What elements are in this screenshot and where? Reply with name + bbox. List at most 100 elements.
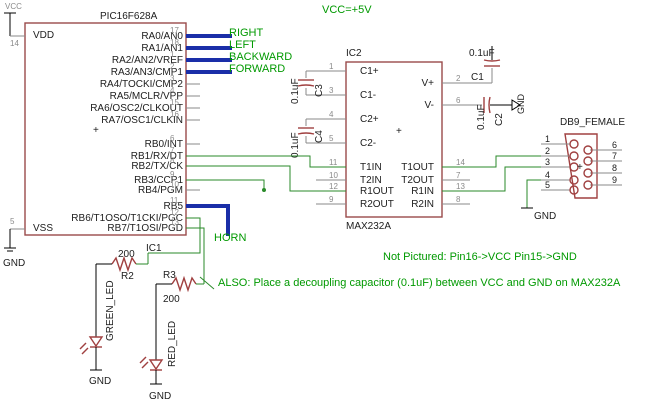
pic-pin-number: 7 <box>170 146 175 155</box>
db9-pin-contact <box>569 175 579 185</box>
c4-ref: C4 <box>314 130 325 143</box>
db9-pin-number: 7 <box>612 151 617 161</box>
db9-pin-number: 1 <box>545 134 550 144</box>
junction-1 <box>262 188 266 192</box>
c2-gnd: GND <box>516 94 526 115</box>
pic-vcc-label: VCC <box>5 2 22 11</box>
max-name: MAX232A <box>346 221 391 232</box>
max-ref: IC2 <box>346 48 362 59</box>
pic-pin-group: RA0/AN017RA1/AN118RA2/AN2/VREF1RA3/AN3/C… <box>71 26 200 234</box>
pic-pin-number: 16 <box>170 110 179 119</box>
red-gnd: GND <box>149 391 171 402</box>
pic-pin-number: 10 <box>170 180 179 189</box>
db9-pin-contact <box>569 139 579 149</box>
c3-ref: C3 <box>314 84 325 97</box>
wire-t1out-db9 <box>442 155 541 168</box>
max-left-pin-label: C2- <box>360 138 376 149</box>
max-right-pin-number: 13 <box>456 182 465 191</box>
max-right-pin-number: 7 <box>456 171 461 180</box>
pic-pin-label: RB7/T1OSI/PGD <box>107 223 183 234</box>
max-body <box>345 61 443 218</box>
bus-horn <box>186 204 230 236</box>
pic-pin-label: RA1/AN1 <box>141 43 183 54</box>
wire-rb6-r2 <box>148 217 201 254</box>
capacitor-c3 <box>297 70 346 96</box>
pic-pin-label: RA0/AN0 <box>141 31 183 42</box>
wire-rb1-t1in <box>186 155 346 168</box>
max-right-pin-label: T2OUT <box>401 175 434 186</box>
wire-rb4 <box>186 179 265 190</box>
pic-pin-label: RA3/AN3/CMP1 <box>111 67 184 78</box>
db9-pin-number: 6 <box>612 140 617 150</box>
sig-backward: BACKWARD <box>229 51 292 63</box>
c2-value: 0.1uF <box>476 104 487 130</box>
max-left-pin-number: 11 <box>329 158 338 167</box>
pic-plus: + <box>93 125 99 136</box>
db9-pin-contact <box>583 180 593 190</box>
capacitor-c1 <box>442 46 501 84</box>
db9-plus: + <box>577 162 583 173</box>
pic-pin-number: 17 <box>170 26 179 35</box>
pic-vss-label: VSS <box>33 223 53 234</box>
pic-pin-number: 8 <box>170 156 175 165</box>
red-led <box>139 356 164 371</box>
pic-pin-label: RA4/TOCKI/CMP2 <box>100 79 184 90</box>
r2-ref: R2 <box>121 271 134 282</box>
max-right-pin-label: V+ <box>421 78 434 89</box>
note-leader <box>199 276 215 290</box>
sig-horn: HORN <box>214 232 246 244</box>
pic-vdd-label: VDD <box>33 30 54 41</box>
pic-pin-label: RB5 <box>164 201 184 212</box>
pic-pin-label: RB6/T1OSO/T1CKI/PGC <box>71 213 183 224</box>
pic-ref: IC1 <box>146 243 162 254</box>
pic-name: PIC16F628A <box>100 11 158 22</box>
decoupling-note: ALSO: Place a decoupling capacitor (0.1u… <box>218 277 621 289</box>
db9-gnd: GND <box>534 211 556 222</box>
max-left-pin-number: 1 <box>329 62 334 71</box>
c3-value: 0.1uF <box>290 78 301 104</box>
pic-pin-label: RA2/AN2/VREF <box>112 55 183 66</box>
pic-pin-number: 12 <box>170 208 179 217</box>
wire-rb7-r3 <box>186 227 205 284</box>
max-left-pin-number: 9 <box>329 195 334 204</box>
db9-name: DB9_FEMALE <box>560 117 625 128</box>
max-left-pin-label: C1+ <box>360 66 379 77</box>
pic-pin-number: 11 <box>170 196 179 205</box>
db9-pin-number: 2 <box>545 146 550 156</box>
green-gnd: GND <box>89 376 111 387</box>
db9-pin-contact <box>569 185 579 195</box>
vcc-note: VCC=+5V <box>322 4 372 16</box>
pic-pin-number: 13 <box>170 218 179 227</box>
pic-vss-pin: 5 <box>10 217 15 226</box>
max-left-pin-number: 12 <box>329 182 338 191</box>
pic-pin-number: 1 <box>170 50 175 59</box>
pic-pin-number: 4 <box>170 86 175 95</box>
green-led-label: GREEN_LED <box>105 280 116 341</box>
r3-ref: R3 <box>163 270 176 281</box>
max-left-pin-number: 4 <box>329 110 334 119</box>
pic-pin-label: RB1/RX/DT <box>131 151 183 162</box>
max-left-pin-number: 5 <box>329 134 334 143</box>
green-led <box>79 336 104 355</box>
r3-value: 200 <box>163 294 180 305</box>
max-right-pin-number: 6 <box>456 96 461 105</box>
max-left-pin-label: C2+ <box>360 114 379 125</box>
max-left-pin-label: C1- <box>360 90 376 101</box>
pic-pin-label: RB3/CCP1 <box>134 175 183 186</box>
db9-pin-number: 9 <box>612 175 617 185</box>
pic-pin-label: RA6/OSC2/CLKOUT <box>90 103 183 114</box>
max-right-pin-label: T1OUT <box>401 162 434 173</box>
sig-forward: FORWARD <box>229 63 285 75</box>
db9-pin-number: 5 <box>545 180 550 190</box>
max-right-pin-label: R1IN <box>411 186 434 197</box>
pic-pin-label: RA7/OSC1/CLKIN <box>101 115 183 126</box>
max-pin-group: C1+1C1-3C2+4C2-5T1IN11T2IN10R1OUT12R2OUT… <box>316 62 470 210</box>
c1-ref: C1 <box>471 72 484 83</box>
pic-pin-number: 6 <box>170 134 175 143</box>
max-left-pin-label: R1OUT <box>360 186 394 197</box>
db9-pin-contact <box>583 156 593 166</box>
r2-value: 200 <box>118 249 135 260</box>
resistor-r3 <box>171 275 197 293</box>
